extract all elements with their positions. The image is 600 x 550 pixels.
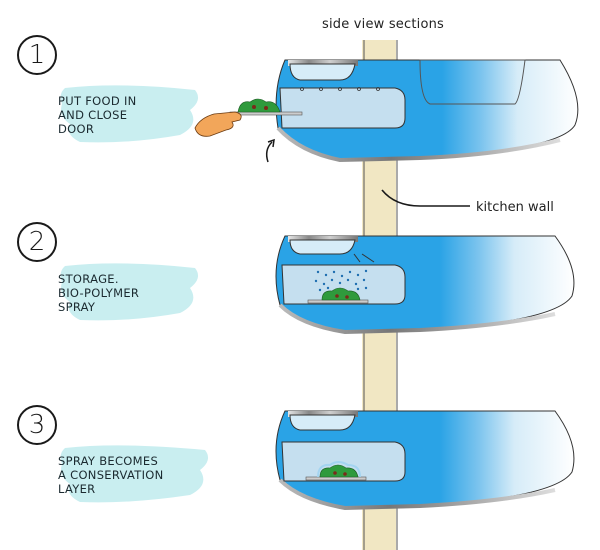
step-note-3: SPRAY BECOMES A CONSERVATION LAYER	[20, 440, 210, 508]
note-line: PUT FOOD IN	[58, 94, 137, 108]
kitchen-wall-label: kitchen wall	[476, 200, 554, 215]
step-note-2: STORAGE. BIO-POLYMER SPRAY	[20, 258, 210, 326]
step-note-1: PUT FOOD IN AND CLOSE DOOR	[20, 80, 210, 148]
step-number-text: 1	[28, 40, 46, 70]
note-line: STORAGE.	[58, 272, 119, 286]
note-highlight	[60, 263, 199, 321]
step-number-text: 3	[28, 410, 46, 440]
step-number-2: 2	[17, 222, 57, 262]
step-note-text: STORAGE. BIO-POLYMER SPRAY	[58, 272, 198, 314]
step-note-text: SPRAY BECOMES A CONSERVATION LAYER	[58, 454, 198, 496]
step-number-3: 3	[17, 405, 57, 445]
step-number-1: 1	[17, 35, 57, 75]
note-highlight	[60, 445, 209, 503]
note-highlight	[60, 85, 199, 143]
food-chamber	[281, 264, 406, 305]
food-tray	[305, 476, 367, 481]
step-note-text: PUT FOOD IN AND CLOSE DOOR	[58, 94, 198, 136]
hand-icon	[194, 111, 242, 137]
food-icon	[237, 98, 281, 113]
conservation-layer	[317, 461, 361, 478]
note-line: DOOR	[58, 122, 95, 136]
close-door-arrow	[265, 141, 273, 163]
note-line: BIO-POLYMER	[58, 286, 140, 300]
spray-reservoir	[289, 414, 356, 431]
unit-section-3	[275, 410, 575, 511]
food-icon	[319, 464, 359, 478]
spray-reservoir	[289, 239, 356, 255]
unit-section-1	[194, 59, 579, 163]
kitchen-wall-leader	[381, 189, 470, 207]
note-line: SPRAY	[58, 300, 96, 314]
note-line: SPRAY BECOMES	[58, 454, 159, 468]
food-chamber	[279, 87, 406, 129]
note-line: LAYER	[58, 482, 96, 496]
food-chamber	[281, 441, 406, 482]
spray-reservoir	[289, 63, 356, 81]
upper-compartment	[419, 59, 526, 105]
food-icon	[321, 287, 361, 301]
diagram-title: side view sections	[322, 17, 445, 32]
step-number-text: 2	[28, 227, 46, 257]
unit-section-2	[275, 235, 575, 335]
note-line: AND CLOSE	[58, 108, 128, 122]
spray-droplets	[314, 269, 368, 292]
note-line: A CONSERVATION	[58, 468, 164, 482]
food-tray	[307, 299, 369, 304]
